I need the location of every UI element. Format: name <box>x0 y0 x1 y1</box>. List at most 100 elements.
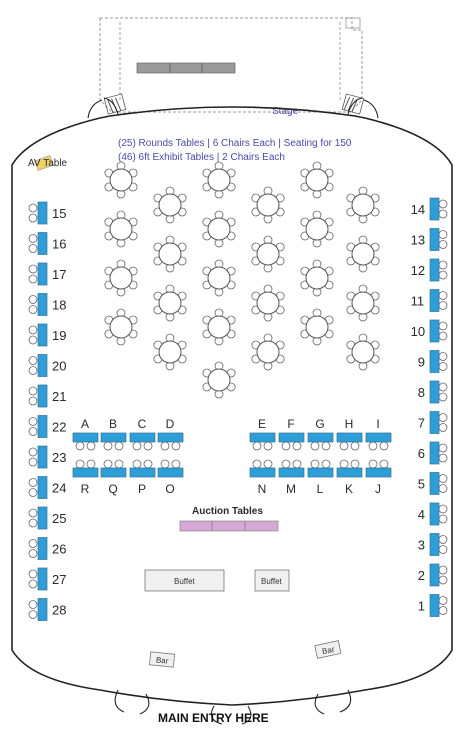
center-table-F <box>278 432 305 451</box>
center-table-R <box>72 459 99 478</box>
av-table-label: AV Table <box>28 158 68 169</box>
center-table-Q <box>100 459 127 478</box>
exhibit-table-number: 19 <box>52 328 66 343</box>
svg-text:Buffet: Buffet <box>174 577 196 586</box>
right-exhibit-table-3: 3 <box>418 533 448 556</box>
exhibit-table-letter: R <box>81 482 90 496</box>
exhibit-table-number: 11 <box>411 294 425 309</box>
svg-text:Buffet: Buffet <box>261 577 283 586</box>
left-exhibit-table-25: 25 <box>28 506 66 530</box>
stage-riser <box>136 62 236 74</box>
exhibit-table-letter: L <box>317 482 324 496</box>
exhibit-table-number: 18 <box>52 298 66 313</box>
buffet-table-1: Buffet <box>144 569 225 592</box>
svg-text:Bar: Bar <box>156 655 170 665</box>
stage-stairs-right <box>341 93 365 115</box>
exhibit-table-number: 16 <box>52 237 66 252</box>
center-table-H <box>336 432 363 451</box>
center-table-J <box>365 459 392 478</box>
left-exhibit-table-26: 26 <box>28 537 66 560</box>
round-table-16 <box>153 284 187 322</box>
exhibit-table-letter: G <box>315 417 324 431</box>
exhibit-table-number: 7 <box>418 416 425 431</box>
round-table-23 <box>251 333 285 371</box>
left-exhibit-table-18: 18 <box>28 293 66 316</box>
round-table-21 <box>300 308 334 346</box>
left-exhibit-table-28: 28 <box>28 598 66 621</box>
right-exhibit-table-8: 8 <box>418 380 448 404</box>
round-table-25 <box>202 361 236 399</box>
right-exhibit-table-11: 11 <box>411 289 448 312</box>
bar-right: Bar <box>314 640 342 659</box>
exhibit-table-letter: C <box>138 417 147 431</box>
center-table-C <box>129 432 156 451</box>
left-exhibit-table-23: 23 <box>28 445 66 469</box>
exhibit-table-number: 28 <box>52 603 66 618</box>
buffet-table-2: Buffet <box>254 569 290 592</box>
door-swings <box>87 97 379 725</box>
exhibit-table-letter: N <box>258 482 267 496</box>
exhibit-table-number: 5 <box>418 477 425 492</box>
stage-label: Stage <box>272 106 299 117</box>
right-exhibit-table-13: 13 <box>411 228 448 251</box>
round-tables <box>104 161 380 399</box>
exhibit-table-letter: D <box>166 417 175 431</box>
exhibit-table-number: 17 <box>52 267 66 282</box>
round-table-15 <box>300 259 334 297</box>
exhibit-table-number: 15 <box>52 206 66 221</box>
exhibit-table-number: 25 <box>52 511 66 526</box>
right-exhibit-table-14: 14 <box>411 197 448 221</box>
exhibit-table-number: 14 <box>411 202 425 217</box>
room-outline <box>11 106 453 706</box>
right-exhibit-table-4: 4 <box>418 502 448 526</box>
round-table-24 <box>346 333 380 371</box>
left-exhibit-table-22: 22 <box>28 415 66 438</box>
round-table-17 <box>251 284 285 322</box>
exhibit-table-letter: P <box>138 482 146 496</box>
round-table-10 <box>153 235 187 273</box>
center-table-G <box>307 432 334 451</box>
center-table-D <box>157 432 184 451</box>
round-table-3 <box>300 161 334 199</box>
bar-left: Bar <box>148 651 176 668</box>
center-table-N <box>249 459 276 478</box>
exhibit-table-number: 26 <box>52 542 66 557</box>
exhibit-table-number: 8 <box>418 385 425 400</box>
seating-info-line2: (46) 6ft Exhibit Tables | 2 Chairs Each <box>118 152 285 163</box>
exhibit-table-number: 27 <box>52 572 66 587</box>
exhibit-table-letter: K <box>345 482 353 496</box>
exhibit-table-letter: Q <box>108 482 117 496</box>
left-exhibit-table-24: 24 <box>28 476 66 499</box>
exhibit-table-letter: F <box>287 417 294 431</box>
exhibit-table-letter: B <box>109 417 117 431</box>
exhibit-table-letter: I <box>376 417 379 431</box>
left-exhibit-table-27: 27 <box>28 567 66 591</box>
round-table-7 <box>104 210 138 248</box>
exhibit-table-letter: H <box>345 417 354 431</box>
av-table: AV Table <box>28 155 68 171</box>
main-entry-label: MAIN ENTRY HERE <box>158 711 269 725</box>
exhibit-table-letter: O <box>165 482 174 496</box>
auction-tables-label: Auction Tables <box>192 506 263 517</box>
right-exhibit-table-7: 7 <box>418 411 448 434</box>
left-exhibit-table-16: 16 <box>28 232 66 255</box>
round-table-8 <box>202 210 236 248</box>
stage-stairs-left <box>103 93 127 115</box>
left-exhibit-table-20: 20 <box>28 354 66 377</box>
round-table-19 <box>104 308 138 346</box>
center-table-B <box>100 432 127 451</box>
exhibit-table-number: 4 <box>418 507 425 522</box>
round-table-1 <box>104 161 138 199</box>
center-table-K <box>336 459 363 478</box>
exhibit-table-number: 24 <box>52 481 66 496</box>
center-table-M <box>278 459 305 478</box>
exhibit-table-number: 6 <box>418 446 425 461</box>
center-table-E <box>249 432 276 451</box>
right-exhibit-table-5: 5 <box>418 472 448 495</box>
exhibit-table-number: 1 <box>418 599 425 614</box>
right-exhibit-table-12: 12 <box>411 258 448 282</box>
right-exhibit-table-6: 6 <box>418 441 448 465</box>
center-table-L <box>307 459 334 478</box>
